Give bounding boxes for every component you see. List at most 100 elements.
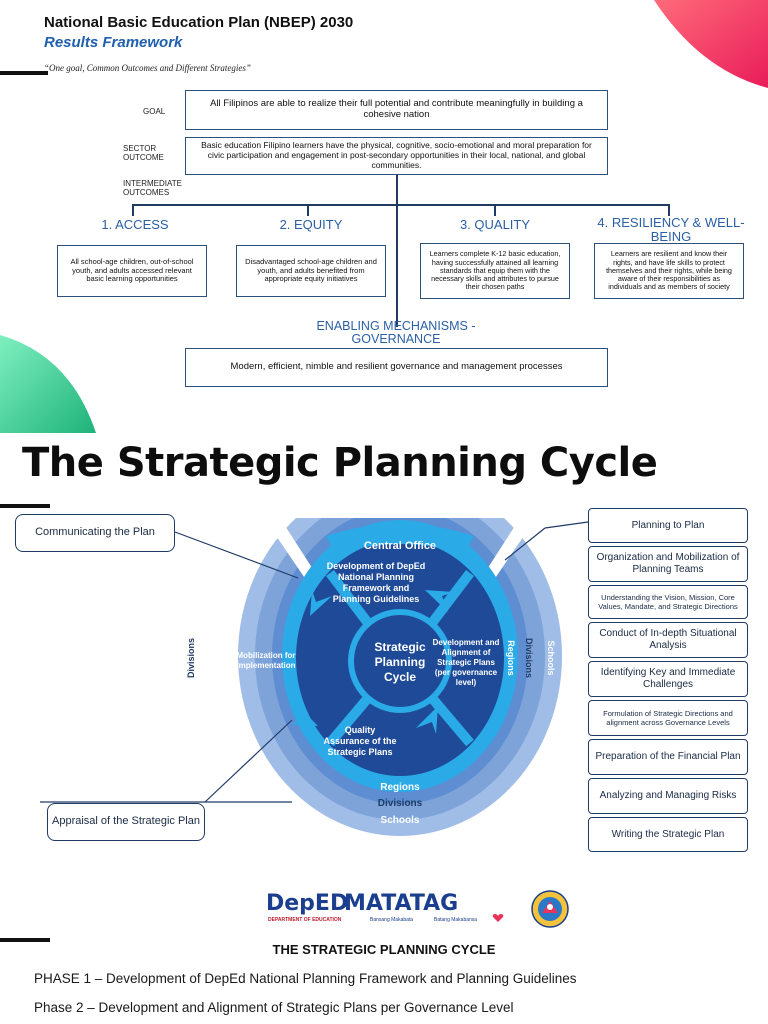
logo-tag2: Batang Makabansa (434, 917, 478, 923)
step-formulation: Formulation of Strategic Directions and … (588, 700, 748, 736)
logo-deped-text: DepED (266, 891, 349, 916)
ring-bottom-regions: Regions (380, 782, 420, 793)
connector-pillar-3 (494, 204, 496, 216)
step-writing-plan: Writing the Strategic Plan (588, 817, 748, 852)
pillar-box-quality: Learners complete K-12 basic education, … (420, 243, 570, 299)
center-line-3: Cycle (384, 670, 416, 684)
phase-2-text: Phase 2 – Development and Alignment of S… (34, 1000, 514, 1015)
logo-deped: DepED (266, 891, 348, 916)
step-understanding-vision: Understanding the Vision, Mission, Core … (588, 585, 748, 619)
ring-bottom-schools: Schools (381, 815, 420, 826)
left-quadrant-line-2: Implementation (236, 661, 295, 670)
logo-matatag-text: MATATAG (344, 891, 459, 916)
logo-tag1: Bansang Makabata (370, 917, 414, 923)
connector-bar (132, 204, 670, 206)
intermediate-outcomes-label: INTERMEDIATE OUTCOMES (123, 179, 182, 198)
logo-heart-icon (492, 914, 504, 922)
header-rule (0, 71, 48, 75)
pillar-box-resiliency: Learners are resilient and know their ri… (594, 243, 744, 299)
arrow-right-down-icon (416, 706, 438, 734)
right-quadrant-line-4: (per governance (435, 668, 498, 677)
ring-bottom-divisions: Divisions (378, 798, 423, 809)
document-title: National Basic Education Plan (NBEP) 203… (44, 14, 354, 31)
central-office-band (326, 524, 474, 554)
connector-pillar-1 (132, 204, 134, 216)
divider-3 (326, 694, 372, 747)
step-situational-analysis: Conduct of In-depth Situational Analysis (588, 622, 748, 658)
divider-4 (428, 694, 474, 747)
enabling-box: Modern, efficient, nimble and resilient … (185, 348, 608, 387)
center-line-1: Strategic (374, 640, 426, 654)
top-quadrant-line-4: Planning Guidelines (333, 594, 420, 604)
step-organization: Organization and Mobilization of Plannin… (588, 546, 748, 582)
logo-matatag: MATATAG (344, 891, 458, 916)
pillar-text-access: All school-age children, out-of-school y… (70, 257, 194, 284)
ring-left-regions: Regions (204, 640, 214, 676)
goal-text: All Filipinos are able to realize their … (210, 98, 583, 120)
sector-outcome-text: Basic education Filipino learners have t… (201, 140, 592, 170)
ring-left-schools: Schools (161, 640, 171, 675)
title-rule (0, 504, 50, 508)
sector-outcome-label: SECTOR OUTCOME (123, 144, 164, 163)
pillar-title-quality: 3. QUALITY (459, 217, 531, 232)
central-office-label: Central Office (364, 540, 436, 552)
logo-dept: DEPARTMENT OF EDUCATION (268, 917, 342, 923)
step-planning-to-plan: Planning to Plan (588, 508, 748, 543)
deped-seal-icon (531, 890, 569, 928)
connector-pillar-4 (668, 204, 670, 216)
enabling-text: Modern, efficient, nimble and resilient … (230, 361, 563, 373)
phase-1-text: PHASE 1 – Development of DepEd National … (34, 971, 577, 986)
connector-trunk (396, 175, 398, 327)
bottom-quadrant-line-2: Assurance of the (323, 736, 396, 746)
pillar-text-resiliency: Learners are resilient and know their ri… (606, 249, 732, 292)
right-quadrant-line-2: Alignment of (442, 648, 491, 657)
ring-right-schools: Schools (546, 640, 556, 675)
step-risks: Analyzing and Managing Risks (588, 778, 748, 814)
bottom-quadrant-line-1: Quality (345, 725, 376, 735)
corner-decoration-pink (654, 0, 768, 88)
callout-lines (40, 521, 589, 803)
pillar-title-access: 1. ACCESS (101, 217, 169, 232)
pillar-title-equity: 2. EQUITY (279, 217, 343, 232)
cycle-caption: THE STRATEGIC PLANNING CYCLE (272, 942, 496, 957)
document-subtitle: Results Framework (44, 34, 183, 51)
top-quadrant-line-2: National Planning (338, 572, 414, 582)
bottom-quadrant-line-3: Strategic Plans (327, 747, 392, 757)
pillar-text-quality: Learners complete K-12 basic education, … (429, 249, 561, 292)
footer-rule (0, 938, 50, 942)
step-financial-plan: Preparation of the Financial Plan (588, 739, 748, 775)
left-quadrant-line-1: Mobilization for (236, 651, 295, 660)
connector-pillar-2 (307, 204, 309, 216)
step-key-challenges: Identifying Key and Immediate Challenges (588, 661, 748, 697)
goal-label: GOAL (143, 107, 166, 116)
strategic-planning-cycle-diagram: Central Office Strategic Planning Cycle … (161, 518, 562, 836)
center-line-2: Planning (375, 655, 426, 669)
goal-box: All Filipinos are able to realize their … (185, 90, 608, 130)
arrow-left-up-icon (310, 590, 332, 616)
right-quadrant-line-5: level) (456, 678, 477, 687)
callout-appraisal: Appraisal of the Strategic Plan (47, 803, 205, 841)
divider-2 (428, 569, 474, 627)
callout-communicating-plan: Communicating the Plan (15, 514, 175, 552)
divider-1 (326, 569, 372, 627)
center-circle (354, 615, 446, 707)
pillar-box-equity: Disadvantaged school-age children and yo… (236, 245, 386, 297)
pillar-title-resiliency: 4. RESILIENCY & WELL-BEING (597, 215, 745, 244)
right-quadrant-line-1: Development and (433, 638, 500, 647)
ring-left-divisions: Divisions (186, 638, 196, 678)
deped-matatag-logo: DepED MATATAG DEPARTMENT OF EDUCATION Ba… (266, 889, 576, 929)
ring-right-regions: Regions (506, 640, 516, 676)
right-quadrant-line-3: Strategic Plans (437, 658, 495, 667)
top-quadrant-line-3: Framework and (343, 583, 410, 593)
sector-outcome-box: Basic education Filipino learners have t… (185, 137, 608, 175)
corner-decoration-mint (0, 335, 96, 433)
cycle-title: The Strategic Planning Cycle (22, 440, 658, 486)
arrow-bottom-left-icon (290, 704, 318, 726)
pillar-text-equity: Disadvantaged school-age children and yo… (245, 257, 377, 284)
enabling-mechanisms-title: ENABLING MECHANISMS - GOVERNANCE (316, 319, 476, 347)
top-quadrant-line-1: Development of DepEd (327, 561, 426, 571)
framework-motto: “One goal, Common Outcomes and Different… (44, 63, 251, 73)
ring-right-divisions: Divisions (524, 638, 534, 678)
arrow-top-right-icon (425, 590, 454, 612)
pillar-box-access: All school-age children, out-of-school y… (57, 245, 207, 297)
